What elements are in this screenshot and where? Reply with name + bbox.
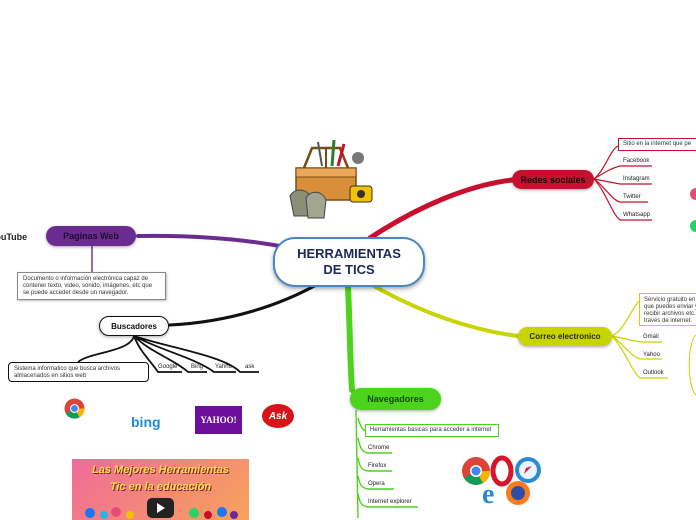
correo-item-gmail[interactable]: Gmail <box>643 334 659 340</box>
sub-branch-redes <box>593 145 696 221</box>
yahoo-logo: YAHOO! <box>195 406 242 434</box>
navegadores-item-firefox[interactable]: Firefox <box>368 463 387 469</box>
buscadores-item-ask[interactable]: ask <box>245 364 255 370</box>
buscadores-description-text: Sistema informatico que busca archivos a… <box>14 366 121 379</box>
topic-correo-label: Correo electronico <box>529 332 601 341</box>
navegadores-item-internet-explorer[interactable]: Internet explorer <box>368 499 412 505</box>
sub-branch-navegadores <box>355 409 418 519</box>
topic-paginas-web[interactable]: Paginas Web <box>46 226 136 246</box>
bing-logo: bing <box>131 414 161 430</box>
navegadores-item-opera[interactable]: Opera <box>368 481 385 487</box>
branch-redes <box>367 177 515 241</box>
topic-buscadores-label: Buscadores <box>111 321 157 331</box>
chrome-logo-icon <box>64 398 85 419</box>
correo-description[interactable]: Servicio gratuito en el que puedes envia… <box>639 293 696 326</box>
redes-item-instagram[interactable]: Instagram <box>623 176 650 182</box>
topic-correo-electronico[interactable]: Correo electronico <box>518 327 612 346</box>
svg-text:e: e <box>482 479 494 507</box>
yahoo-logo-text: YAHOO! <box>200 415 237 425</box>
paginas-description-text: Documento o información electrónica capa… <box>23 276 153 296</box>
topic-paginas-label: Paginas Web <box>63 231 119 241</box>
redes-description[interactable]: Sitio en la internet que pe <box>618 138 696 151</box>
redes-item-twitter[interactable]: Twitter <box>623 194 641 200</box>
correo-item-outlook[interactable]: Outlook <box>643 370 664 376</box>
central-title-line2: DE TICS <box>323 262 375 277</box>
topic-navegadores[interactable]: Navegadores <box>350 388 441 410</box>
central-topic[interactable]: HERRAMIENTAS DE TICS <box>273 237 425 287</box>
topic-redes-sociales[interactable]: Redes sociales <box>512 170 594 189</box>
redes-item-whatsapp[interactable]: Whatsapp <box>623 212 651 218</box>
topic-buscadores[interactable]: Buscadores <box>99 316 169 336</box>
banner-app-icons <box>82 503 239 519</box>
redes-item-facebook[interactable]: Facebook <box>623 158 650 164</box>
toolbox-image <box>289 139 373 219</box>
correo-description-text: Servicio gratuito en el que puedes envia… <box>644 297 696 324</box>
youtube-logo: YouTube <box>0 232 28 242</box>
ask-logo-text: Ask <box>268 410 288 422</box>
ask-logo: Ask <box>262 404 294 428</box>
buscadores-item-yahho[interactable]: Yahho <box>215 364 232 370</box>
sub-branch-correo <box>611 299 668 379</box>
social-icons-image <box>690 188 696 232</box>
navegadores-description[interactable]: Herramientas basicas para acceder a inte… <box>365 424 499 437</box>
topic-redes-label: Redes sociales <box>520 174 586 185</box>
banner-image[interactable]: Las Mejores Herramientas Tic en la educa… <box>72 459 249 520</box>
central-title-line1: HERRAMIENTAS <box>297 246 401 261</box>
correo-item-yahoo[interactable]: Yahoo <box>643 352 660 358</box>
branch-buscadores <box>168 282 320 327</box>
browser-logos-image: e <box>462 455 541 507</box>
paginas-description[interactable]: Documento o información electrónica capa… <box>17 272 166 300</box>
navegadores-description-text: Herramientas basicas para acceder a inte… <box>370 427 492 433</box>
play-button-icon[interactable] <box>147 498 174 518</box>
sub-branch-buscadores <box>77 335 259 373</box>
buscadores-item-google[interactable]: Google <box>158 364 178 370</box>
banner-title-line1: Las Mejores Herramientas <box>92 464 229 476</box>
branch-correo <box>372 284 520 338</box>
branch-navegadores <box>345 284 355 393</box>
navegadores-item-chrome[interactable]: Chrome <box>368 445 390 451</box>
buscadores-item-bing[interactable]: Bing <box>191 364 204 370</box>
redes-description-text: Sitio en la internet que pe <box>623 141 692 147</box>
branch-paginas <box>136 233 292 250</box>
outlook-connector <box>688 334 696 396</box>
buscadores-description[interactable]: Sistema informatico que busca archivos a… <box>8 362 149 382</box>
banner-title-line2: Tic en la educación <box>109 481 212 493</box>
topic-navegadores-label: Navegadores <box>367 394 424 404</box>
